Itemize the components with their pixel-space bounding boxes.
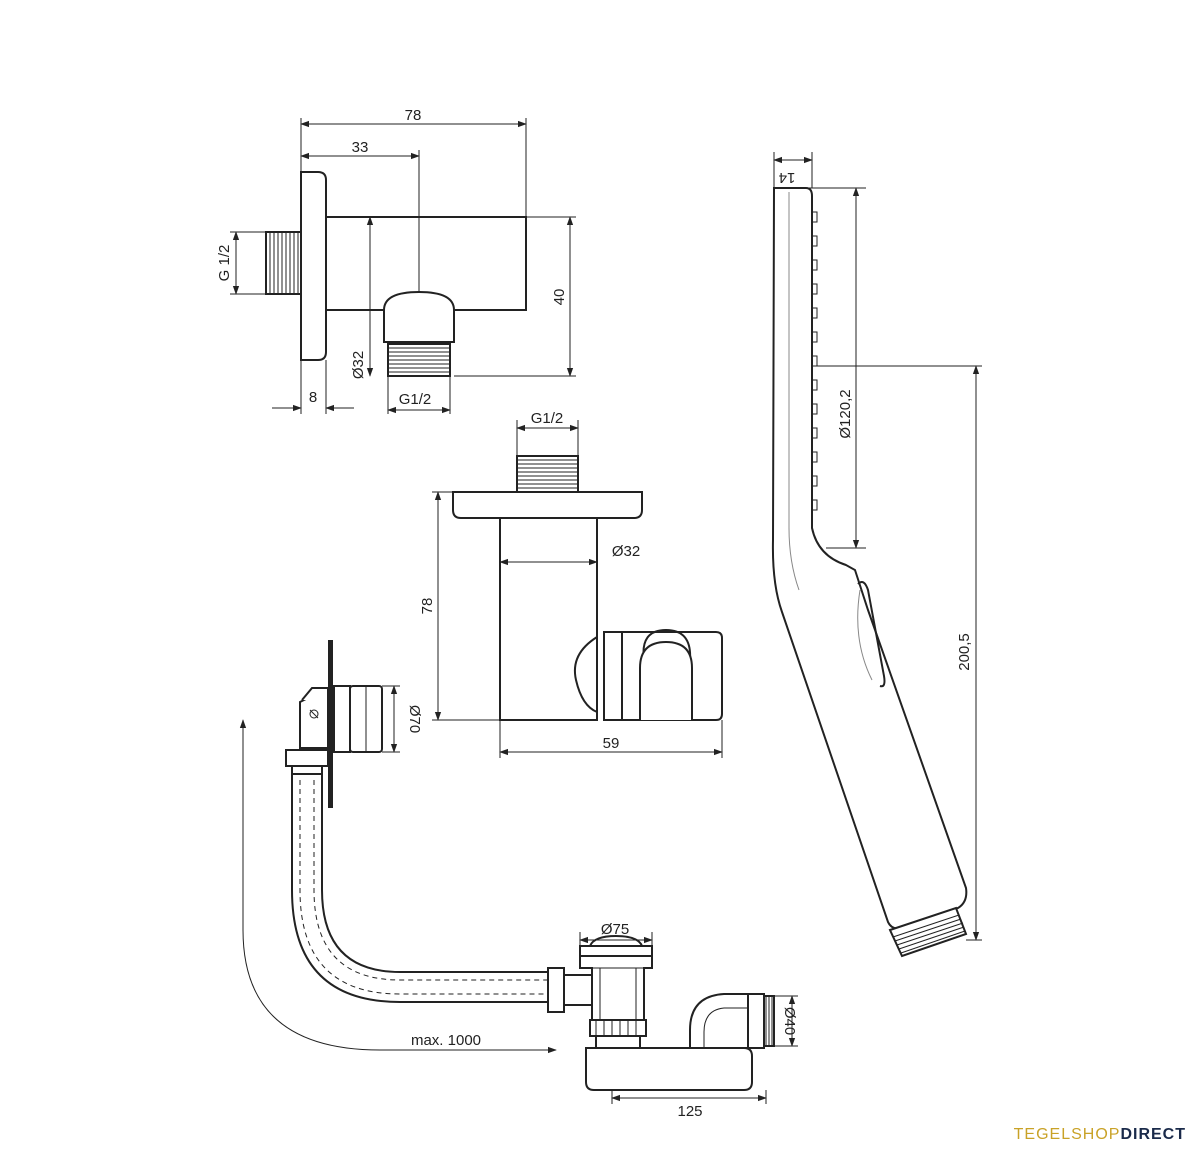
elbow-diameter-label: Ø32: [350, 351, 367, 379]
hose-length-label: max. 1000: [411, 1032, 481, 1049]
trap-width-label: 125: [677, 1103, 702, 1120]
shower-head-diameter-label: Ø120,2: [837, 389, 854, 438]
wall-elbow-drawing: 78 33 G 1/2 40 Ø32 8 G1/2: [216, 107, 576, 414]
elbow-axis-label: 33: [352, 139, 369, 156]
holder-height-label: 78: [419, 598, 436, 615]
overflow-diameter-label: Ø70: [406, 705, 423, 733]
brand-logo: TEGELSHOPDIRECT: [1014, 1126, 1186, 1144]
elbow-back-thread-lines: [269, 232, 299, 294]
hand-shower-drawing: 14 Ø120,2 200,5: [771, 152, 982, 958]
elbow-height-label: 40: [551, 289, 568, 306]
brand-name-part1: TEGELSHOP: [1013, 1126, 1121, 1143]
holder-thread-label: G1/2: [531, 410, 564, 427]
holder-diameter-label: Ø32: [612, 543, 640, 560]
holder-depth-label: 59: [603, 735, 620, 752]
shower-nozzle-ribs: [812, 211, 818, 511]
shower-holder-drawing: G1/2 Ø32 78 59: [419, 410, 723, 758]
shower-length-label: 200,5: [956, 633, 973, 671]
shower-head-depth-label: 14: [779, 169, 796, 186]
elbow-flange-label: 8: [309, 389, 317, 406]
outlet-diameter-label: Ø40: [781, 1007, 798, 1035]
brand-name-part2: DIRECT: [1120, 1126, 1186, 1143]
elbow-thread-label: G 1/2: [216, 245, 233, 282]
waste-diameter-label: Ø75: [601, 921, 629, 938]
elbow-width-label: 78: [405, 107, 422, 124]
elbow-outlet-thread-label: G1/2: [399, 391, 432, 408]
bath-waste-drawing: Ø70 Ø75 Ø40 125 max. 1000: [239, 640, 798, 1120]
